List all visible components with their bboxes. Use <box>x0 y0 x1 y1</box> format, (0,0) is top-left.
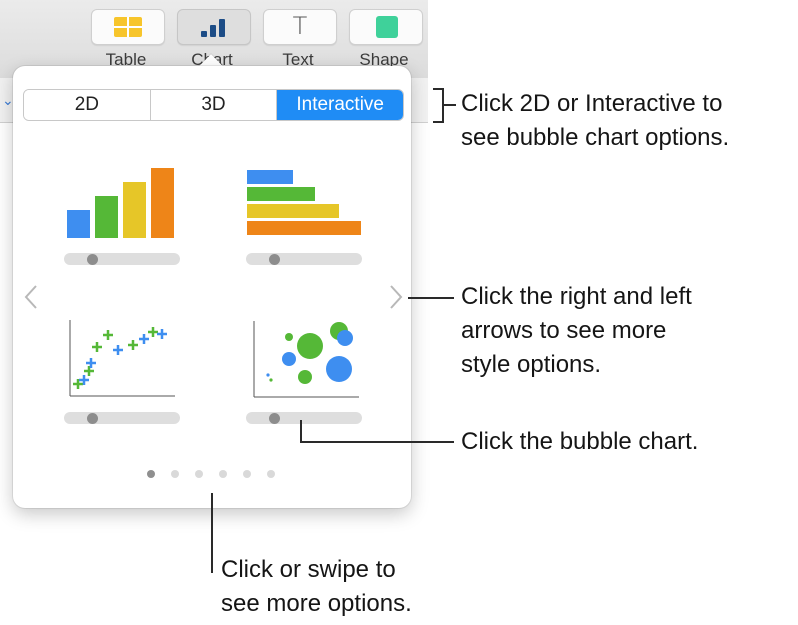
swipe-callout-line-2: see more options. <box>221 590 412 617</box>
page-dot[interactable] <box>147 470 155 478</box>
bar-chart-slider[interactable] <box>246 253 362 265</box>
shape-button-label: Shape <box>359 50 409 69</box>
slider-knob[interactable] <box>87 253 98 265</box>
slider-knob[interactable] <box>87 412 98 424</box>
bubble-chart-thumbnail[interactable] <box>249 319 361 399</box>
bar-chart-thumbnail[interactable] <box>246 168 364 240</box>
segment-callout-line-1: Click 2D or Interactive to <box>461 90 723 117</box>
bubble-callout-line-vertical <box>300 420 302 442</box>
swipe-callout: Click or swipe to see more options. <box>221 553 412 621</box>
column-chart-thumbnail[interactable] <box>65 166 180 241</box>
swipe-callout-line-1: Click or swipe to <box>221 556 396 583</box>
arrows-callout-line-2: arrows to see more <box>461 317 667 344</box>
segment-interactive[interactable]: Interactive <box>277 90 403 120</box>
segment-2d[interactable]: 2D <box>24 90 151 120</box>
table-button-label: Table <box>105 50 147 69</box>
shape-icon <box>376 16 398 38</box>
table-button[interactable] <box>91 9 165 45</box>
segment-callout-line-2: see bubble chart options. <box>461 124 730 151</box>
toolbar: T Table Chart Text Shape <box>0 0 428 79</box>
chevron-right-icon[interactable] <box>388 284 404 310</box>
segment-3d[interactable]: 3D <box>150 90 278 120</box>
arrows-callout-line <box>408 297 454 299</box>
text-icon: T <box>292 12 308 40</box>
chart-button[interactable] <box>177 9 251 45</box>
bubble-callout: Click the bubble chart. <box>461 428 699 455</box>
segment-callout: Click 2D or Interactive to see bubble ch… <box>461 87 729 155</box>
column-chart-slider[interactable] <box>64 253 180 265</box>
swipe-callout-line <box>211 493 213 573</box>
scatter-chart-slider[interactable] <box>64 412 180 424</box>
bubble-chart-slider[interactable] <box>246 412 362 424</box>
page-dot[interactable] <box>195 470 203 478</box>
text-button-label: Text <box>282 50 314 69</box>
page-dot[interactable] <box>243 470 251 478</box>
bubble-callout-line-horizontal <box>300 441 454 443</box>
chart-popover: 2D 3D Interactive <box>13 66 411 508</box>
text-button[interactable]: T <box>263 9 337 45</box>
page-dot[interactable] <box>267 470 275 478</box>
page-dot[interactable] <box>171 470 179 478</box>
table-icon <box>114 17 142 37</box>
shape-button[interactable] <box>349 9 423 45</box>
slider-knob[interactable] <box>269 253 280 265</box>
arrows-callout: Click the right and left arrows to see m… <box>461 280 692 382</box>
page-dot[interactable] <box>219 470 227 478</box>
chevron-left-icon[interactable] <box>23 284 39 310</box>
arrows-callout-line-3: style options. <box>461 351 602 378</box>
chevron-down-icon[interactable]: ⌄ <box>2 92 14 108</box>
chart-icon <box>201 19 225 37</box>
chart-type-segmented-control: 2D 3D Interactive <box>23 89 404 121</box>
slider-knob[interactable] <box>269 412 280 424</box>
scatter-chart-thumbnail[interactable] <box>65 318 177 398</box>
arrows-callout-line-1: Click the right and left <box>461 283 692 310</box>
